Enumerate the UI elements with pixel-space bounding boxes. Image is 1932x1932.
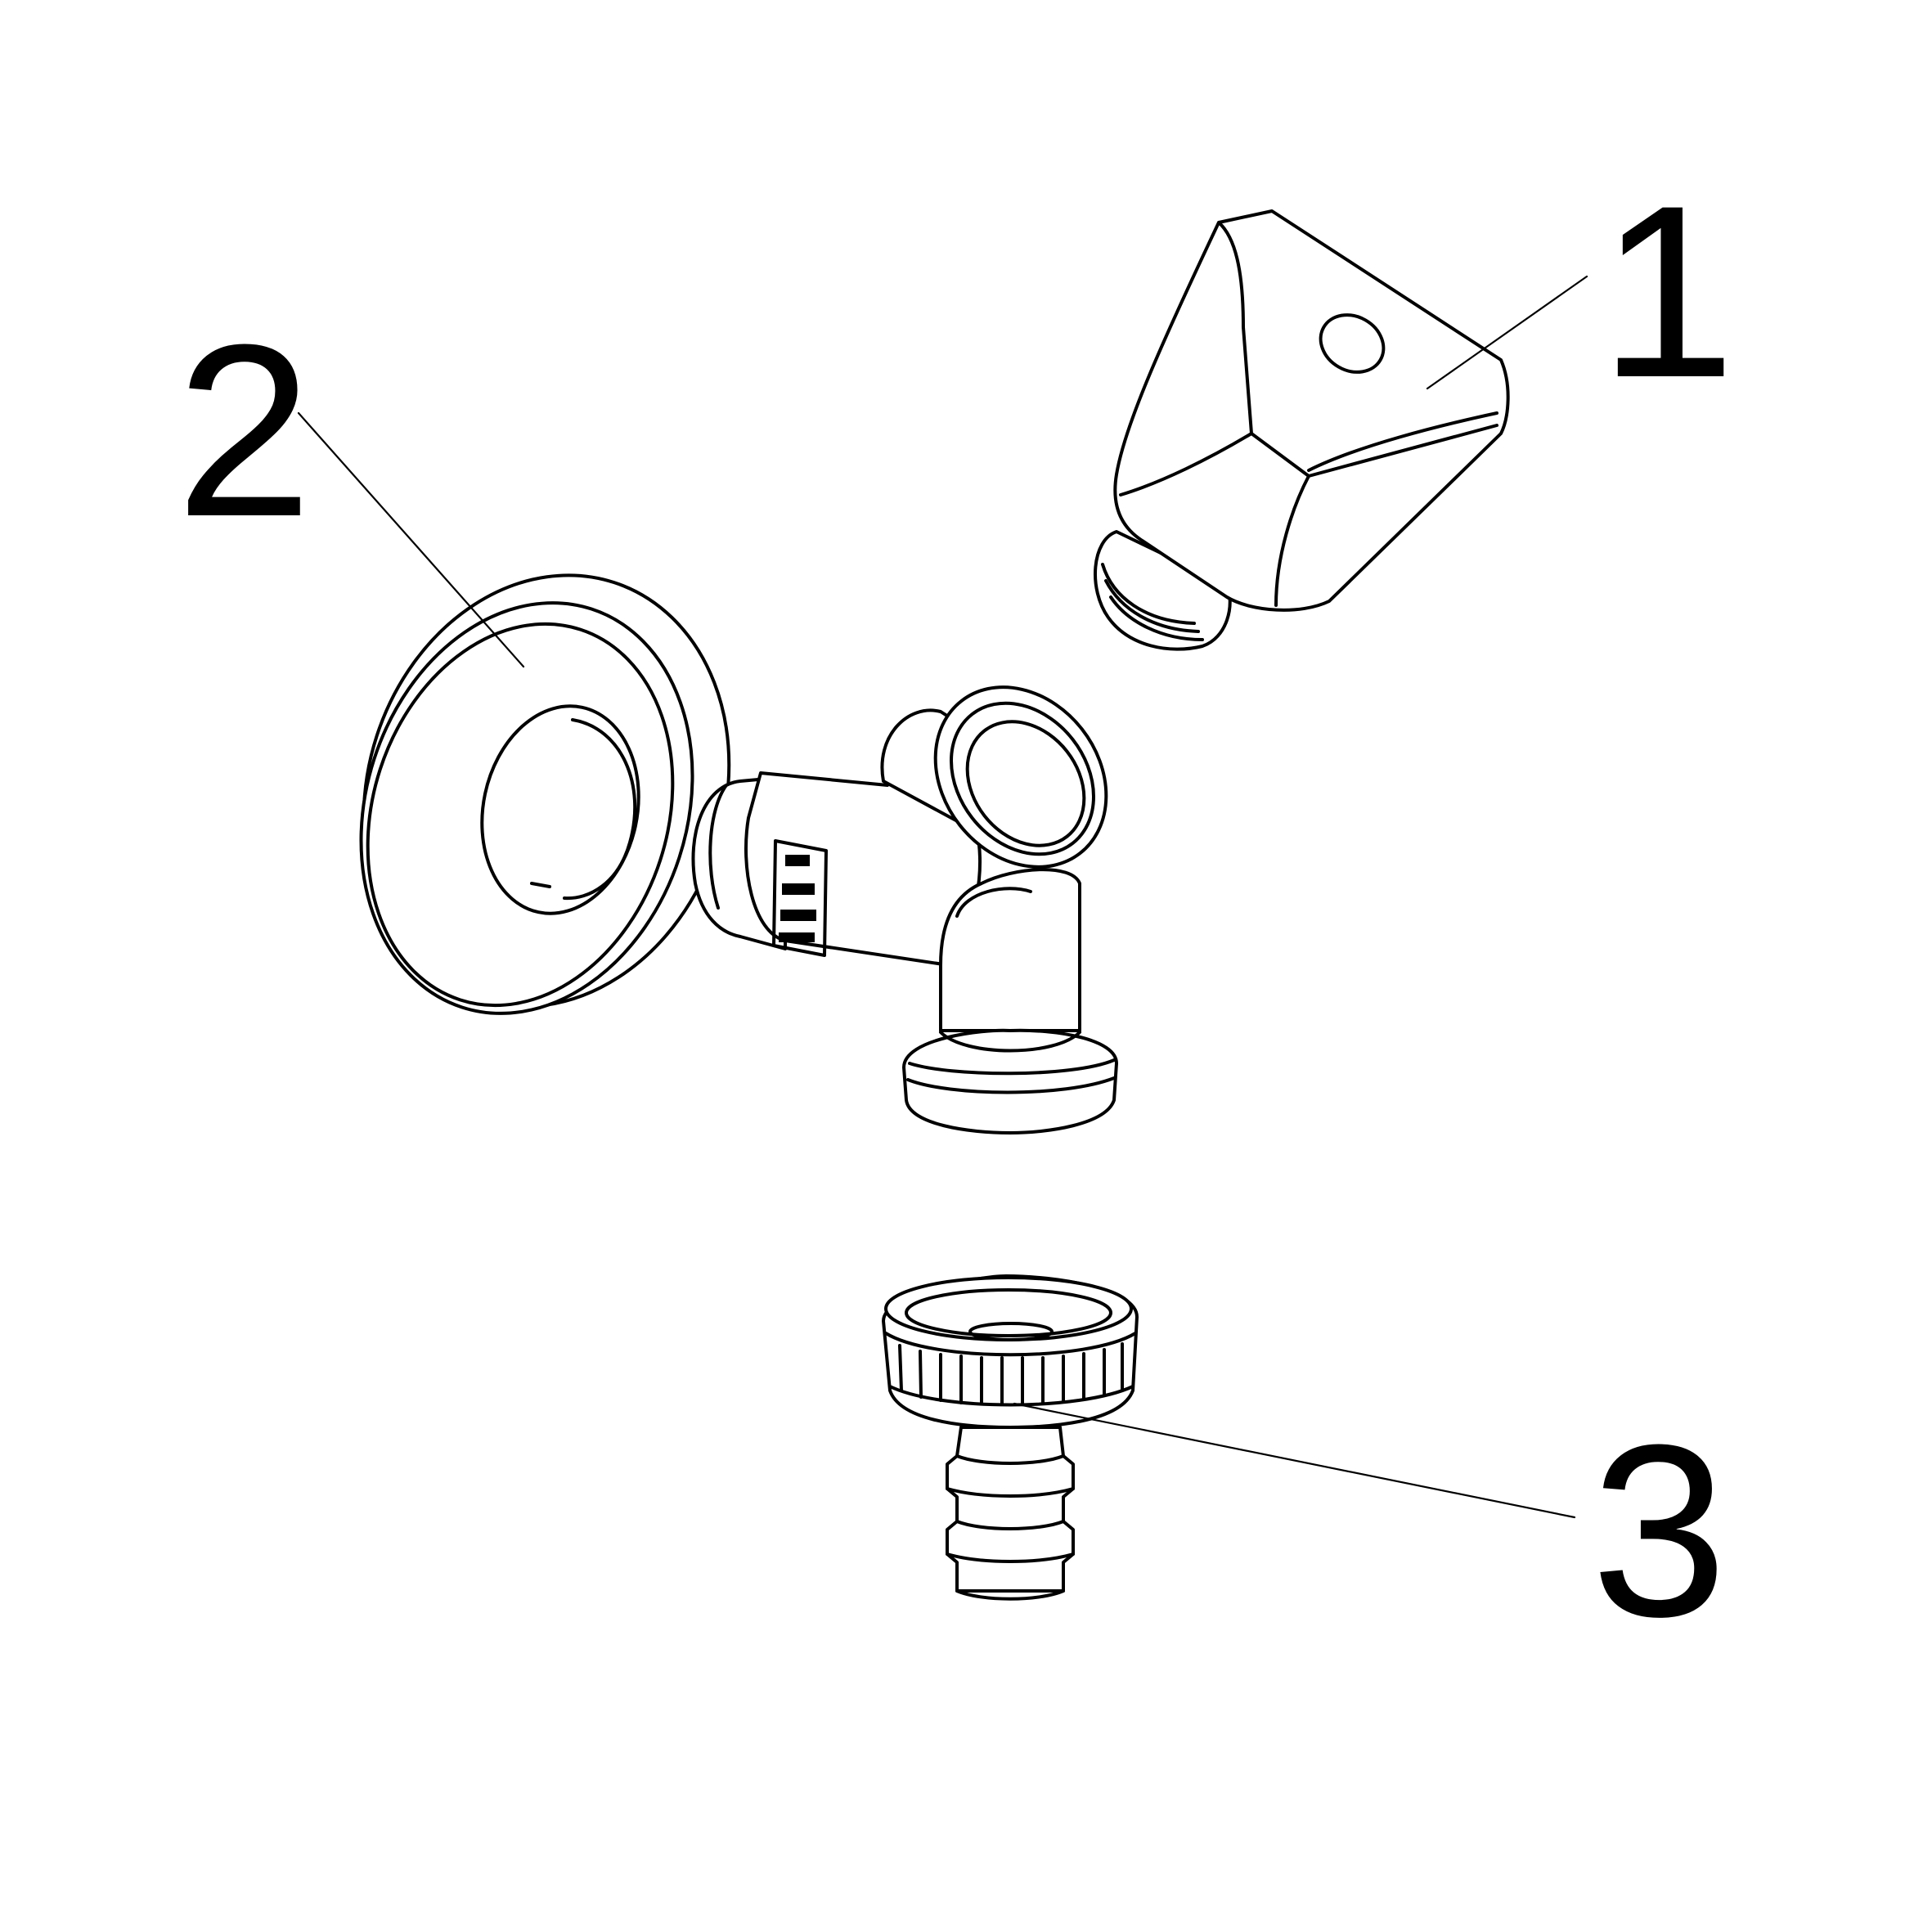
valve-body-drawing <box>691 685 1118 1134</box>
callout-2: 2 <box>176 293 312 568</box>
callout-1: 1 <box>1599 154 1736 429</box>
callout-3: 3 <box>1591 1393 1728 1668</box>
leader-line-2 <box>297 411 525 668</box>
handle-knob-drawing <box>1094 209 1510 651</box>
hose-connector-drawing <box>882 1274 1139 1601</box>
leader-line-3 <box>1013 1402 1576 1519</box>
valve-label-marks <box>779 855 816 942</box>
knurl-ridges <box>898 1342 1124 1406</box>
wall-rosette-drawing <box>359 573 731 1015</box>
leader-line-1 <box>1426 275 1588 390</box>
